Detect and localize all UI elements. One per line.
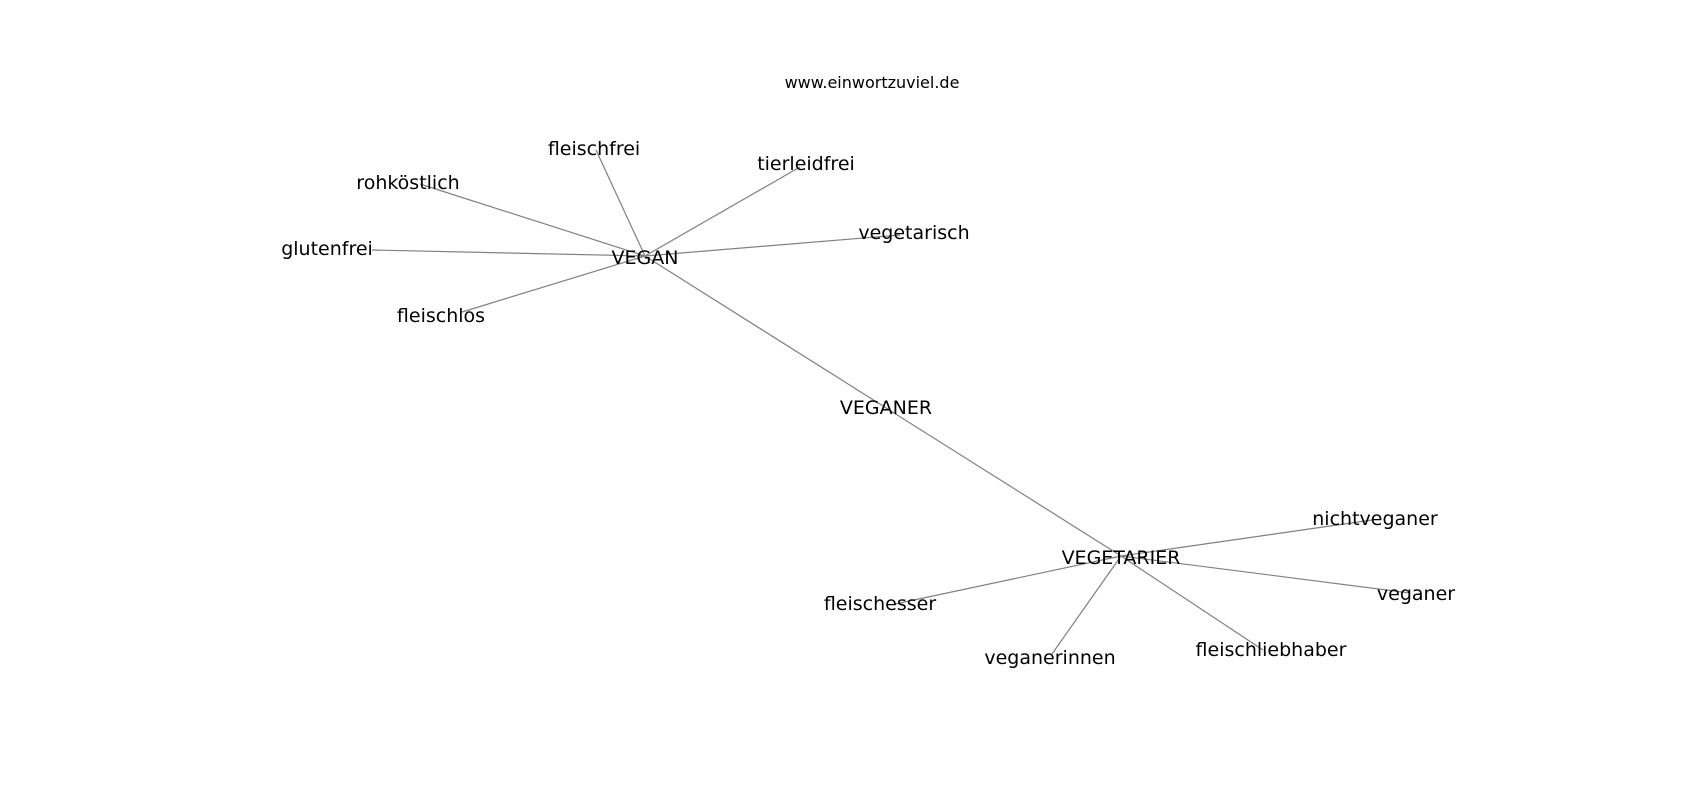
edge-vegetarier-fleischesser [894, 555, 1122, 605]
node-label-nichtveganer: nichtveganer [1312, 508, 1438, 530]
edge-vegetarier-fleischliebhaber [1120, 555, 1264, 651]
node-label-vegetarisch: vegetarisch [858, 222, 969, 244]
node-label-fleischlos: fleischlos [397, 305, 485, 327]
node-label-veganer_lc: veganer [1377, 583, 1455, 605]
node-label-rohkoestlich: rohköstlich [356, 172, 459, 194]
edge-vegetarier-veganerinnen [1051, 555, 1122, 655]
edge-vegan-rohkoestlich [419, 183, 646, 257]
node-label-veganer: VEGANER [840, 397, 932, 419]
edge-vegetarier-veganer_lc [1120, 555, 1411, 594]
graph-edges [371, 149, 1411, 655]
edge-vegan-fleischlos [461, 255, 646, 313]
node-label-veganerinnen: veganerinnen [984, 647, 1115, 669]
node-label-tierleidfrei: tierleidfrei [757, 153, 855, 175]
edge-vegan-tierleidfrei [644, 166, 801, 257]
node-label-fleischesser: fleischesser [824, 593, 937, 615]
site-url: www.einwortzuviel.de [785, 73, 960, 92]
edge-vegan-fleischfrei [595, 149, 646, 257]
graph-node-labels: VEGAN VEGANER VEGETARIER fleischfrei tierlei… [281, 138, 1455, 669]
node-label-fleischfrei: fleischfrei [548, 138, 640, 160]
node-label-glutenfrei: glutenfrei [281, 238, 373, 260]
node-label-vegetarier: VEGETARIER [1062, 547, 1181, 569]
node-label-vegan: VEGAN [612, 247, 679, 269]
node-label-fleischliebhaber: fleischliebhaber [1196, 639, 1347, 661]
edge-vegan-vegetarisch [644, 234, 901, 257]
edge-vegan-glutenfrei [371, 249, 646, 257]
edge-vegetarier-nichtveganer [1120, 519, 1373, 557]
edge-vegan-vegetarier [644, 255, 1122, 557]
